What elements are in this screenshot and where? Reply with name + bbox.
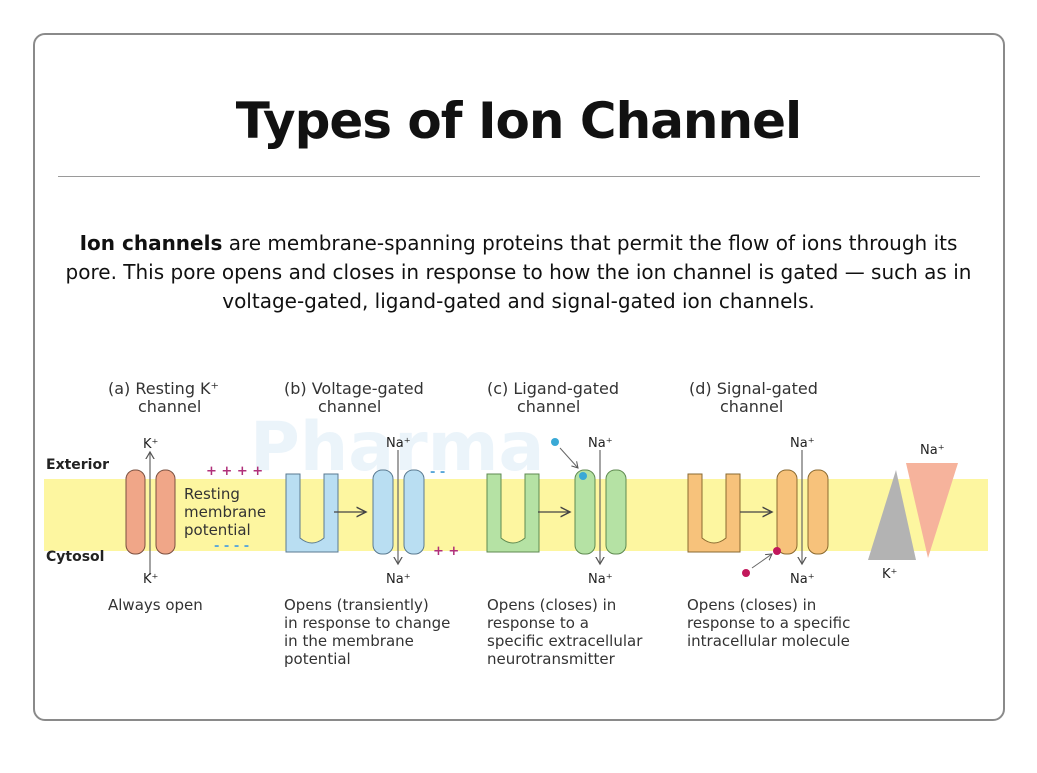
ion-na-c-top: Na⁺ (588, 436, 613, 451)
heading-c-line1: (c) Ligand-gated (487, 379, 619, 398)
heading-a-line2: channel (138, 397, 201, 416)
k-gradient-triangle (868, 470, 916, 560)
ion-k-right: K⁺ (882, 567, 897, 582)
bound-neurotransmitter-dot (579, 472, 587, 480)
heading-c-line2: channel (517, 397, 580, 416)
caption-b-line3: in the membrane (284, 632, 414, 650)
resting-label-line2: membrane (184, 503, 266, 521)
cytosol-label: Cytosol (46, 549, 104, 565)
heading-d-line2: channel (720, 397, 783, 416)
charge-minus-b-top: - - (430, 465, 445, 480)
signal-gated-closed (687, 473, 741, 553)
caption-d-line1: Opens (closes) in (687, 596, 816, 614)
resting-k-channel (125, 452, 176, 575)
signal-molecule-dot (742, 569, 750, 577)
ion-na-b-top: Na⁺ (386, 436, 411, 451)
caption-c-line3: specific extracellular (487, 632, 643, 650)
membrane-band (44, 479, 988, 551)
title-divider (58, 176, 980, 177)
heading-d-line1: (d) Signal-gated (689, 379, 818, 398)
caption-c-line4: neurotransmitter (487, 650, 616, 668)
intro-paragraph: Ion channels are membrane-spanning prote… (60, 229, 977, 316)
na-gradient-triangle (906, 463, 958, 558)
caption-d-line3: intracellular molecule (687, 632, 850, 650)
caption-b-line4: potential (284, 650, 351, 668)
ligand-gated-closed (486, 473, 540, 553)
ion-na-right: Na⁺ (920, 443, 945, 458)
caption-c-line1: Opens (closes) in (487, 596, 616, 614)
ion-na-d-bottom: Na⁺ (790, 572, 815, 587)
heading-b-line1: (b) Voltage-gated (284, 379, 424, 398)
caption-b-line2: in response to change (284, 614, 450, 632)
neurotransmitter-dot (551, 438, 559, 446)
caption-a-line1: Always open (108, 596, 203, 614)
voltage-gated-open (372, 469, 425, 555)
resting-label-line3: potential (184, 521, 251, 539)
signal-molecule-arrow (751, 554, 772, 569)
intro-term: Ion channels (79, 231, 223, 255)
caption-d-line2: response to a specific (687, 614, 850, 632)
ion-na-d-top: Na⁺ (790, 436, 815, 451)
heading-a-line1: (a) Resting K⁺ (108, 379, 219, 398)
neurotransmitter-arrow (559, 447, 578, 468)
ligand-gated-open (574, 469, 627, 555)
intro-text: are membrane-spanning proteins that perm… (65, 231, 972, 313)
caption-c-line2: response to a (487, 614, 589, 632)
charge-minus-bottom: - - - - (214, 539, 249, 554)
charge-plus-top: + + + + (206, 464, 263, 479)
heading-b-line2: channel (318, 397, 381, 416)
signal-gated-open (776, 469, 829, 555)
ion-k-bottom: K⁺ (143, 572, 158, 587)
ion-k-top: K⁺ (143, 437, 158, 452)
charge-plus-b-bottom: + + (433, 544, 459, 559)
voltage-gated-closed (285, 473, 339, 553)
resting-label-line1: Resting (184, 485, 240, 503)
ion-na-c-bottom: Na⁺ (588, 572, 613, 587)
ion-na-b-bottom: Na⁺ (386, 572, 411, 587)
slide-card (33, 33, 1005, 721)
caption-b-line1: Opens (transiently) (284, 596, 429, 614)
exterior-label: Exterior (46, 457, 109, 473)
bound-signal-molecule-dot (773, 547, 781, 555)
slide-title: Types of Ion Channel (235, 92, 802, 150)
